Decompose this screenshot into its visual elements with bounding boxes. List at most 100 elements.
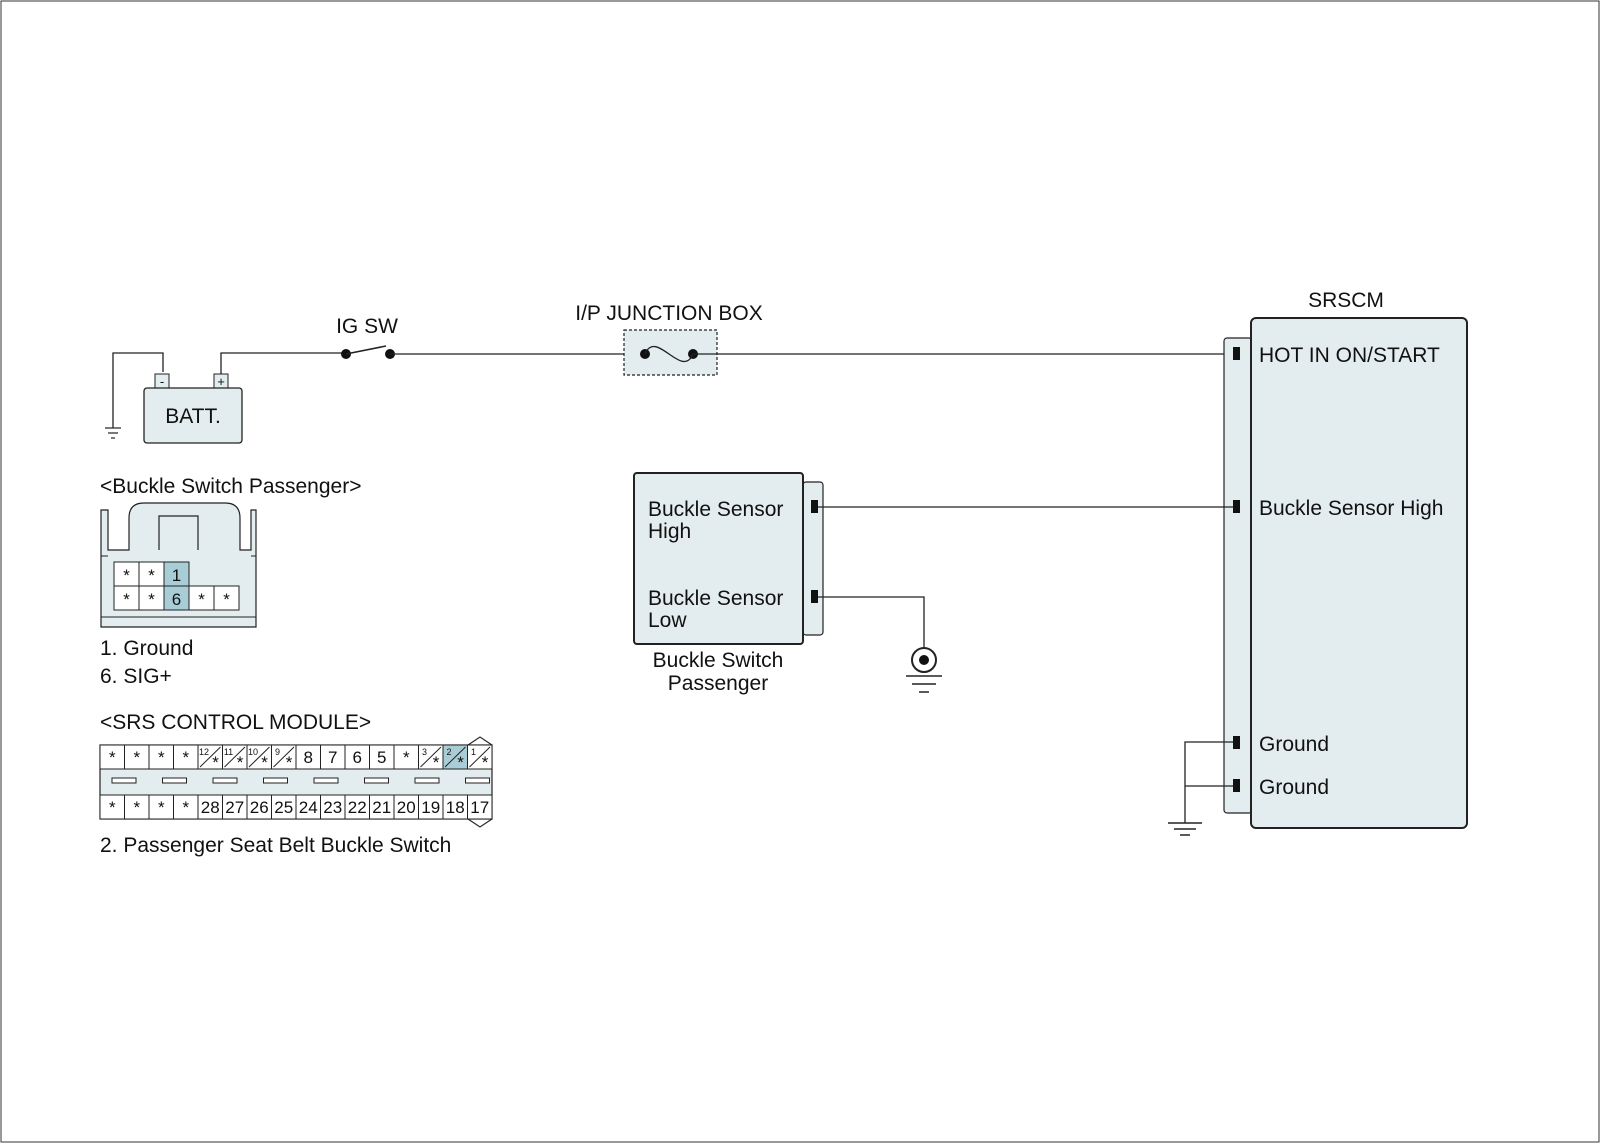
buckle-switch-caption-1: Buckle Switch [653, 649, 784, 672]
srs-pin-label: 23 [323, 798, 342, 817]
srs-pin-cell [148, 794, 174, 820]
srs-pin-label: * [109, 798, 116, 817]
buckle-connector-bottom-row: **6** [113, 585, 240, 611]
srs-pin-number: 2 [446, 747, 451, 757]
srs-pin-cell [344, 744, 370, 770]
srs-pin-star: * [482, 753, 489, 772]
buckle-pin-high-label-1: Buckle Sensor [648, 498, 783, 521]
srs-pin-cell [418, 794, 444, 820]
srs-pin-cell [393, 744, 419, 770]
ig-switch-label: IG SW [336, 315, 398, 338]
battery-label: BATT. [165, 405, 221, 428]
ig-switch-lever [345, 345, 387, 355]
srs-pin-cell [197, 794, 223, 820]
srs-pin-number: 3 [422, 747, 427, 757]
buckle-low-wire [818, 596, 925, 648]
ig-switch: IG SW [336, 315, 398, 359]
buckle-connector: **1 **6** [100, 502, 257, 628]
srs-pin-unused-slash [199, 746, 221, 768]
srs-pin-label: * [133, 748, 140, 767]
battery-body [143, 387, 243, 444]
buckle-switch-body [633, 472, 804, 645]
fuse-icon [644, 345, 694, 363]
srs-pin-unused-slash [273, 746, 295, 768]
srs-pin-label: 18 [446, 798, 465, 817]
buckle-pin-low-label-1: Buckle Sensor [648, 587, 783, 610]
battery-negative-wire [112, 352, 164, 428]
srs-latch-slot [313, 777, 339, 784]
srs-legend: 2. Passenger Seat Belt Buckle Switch [100, 834, 451, 857]
srscm-pin-buckle-high [1233, 500, 1240, 513]
srs-pin-cell [369, 794, 395, 820]
srs-pin-label: 21 [372, 798, 391, 817]
srs-pin-cell [222, 794, 248, 820]
srscm-title: SRSCM [1308, 289, 1384, 312]
srs-pin-label: * [182, 798, 189, 817]
srs-pin-label: 6 [353, 748, 362, 767]
buckle-pin-label: * [223, 590, 230, 609]
buckle-switch: Buckle Sensor High Buckle Sensor Low Buc… [633, 472, 824, 695]
srs-pin-label: 28 [201, 798, 220, 817]
srs-pin-cell [295, 744, 321, 770]
srs-pin-cell [99, 744, 125, 770]
srscm-pin-hot-label: HOT IN ON/START [1259, 344, 1440, 367]
buckle-connector-top-row: * * 1 [113, 561, 190, 587]
srs-connector-middle-row [111, 777, 490, 784]
battery-positive-wire [220, 352, 346, 374]
srs-latch-slot [111, 777, 137, 784]
srs-pin-label: 20 [397, 798, 416, 817]
srs-pin-cell [124, 794, 150, 820]
srs-pin-number: 1 [471, 747, 476, 757]
buckle-switch-caption-2: Passenger [668, 672, 768, 695]
srs-pin-unused-slash [248, 746, 270, 768]
srs-pin-label: 27 [225, 798, 244, 817]
srscm-pin-ground1-label: Ground [1259, 733, 1329, 756]
srs-pin-star: * [433, 753, 440, 772]
buckle-legend-2: 6. SIG+ [100, 665, 172, 688]
srs-pin-label: 24 [299, 798, 318, 817]
srs-pin-label: 5 [377, 748, 386, 767]
srs-pin-number: 10 [248, 747, 258, 757]
srs-pin-label: 8 [304, 748, 313, 767]
srs-pin-cell [246, 794, 272, 820]
srs-pin-cell [369, 744, 395, 770]
buckle-pin-label: 1 [172, 566, 181, 585]
srscm: SRSCM HOT IN ON/START Buckle Sensor High… [1223, 289, 1468, 829]
srs-latch-slot [414, 777, 440, 784]
buckle-pin-label: 6 [172, 590, 181, 609]
srs-pin-label: * [158, 748, 165, 767]
srscm-ground-icon [1168, 822, 1202, 836]
srs-latch-slot [465, 777, 490, 784]
srs-pin-cell [124, 744, 150, 770]
buckle-pin-cell [163, 561, 190, 587]
buckle-pin-high [811, 500, 818, 513]
battery-neg-label: - [160, 374, 164, 389]
srscm-body [1250, 317, 1468, 829]
buckle-pin-low [811, 590, 818, 603]
srs-pin-label: * [182, 748, 189, 767]
srs-latch-slot [364, 777, 389, 784]
srs-pin-label: 26 [250, 798, 269, 817]
srs-pin-label: * [109, 748, 116, 767]
srs-pin-label: 22 [348, 798, 367, 817]
ground1-wire [1184, 741, 1233, 823]
srs-pin-label: 17 [470, 798, 489, 817]
buckle-pin-cell [188, 585, 215, 611]
srs-pin-star: * [237, 753, 244, 772]
srscm-pin-hot [1233, 347, 1240, 360]
srs-pin-number: 12 [199, 747, 209, 757]
buckle-pin-cell [213, 585, 240, 611]
buckle-pin-label: * [123, 566, 130, 585]
junction-box: I/P JUNCTION BOX [575, 302, 763, 376]
buckle-pin-label: * [148, 566, 155, 585]
srs-connector-key-top [467, 736, 493, 746]
srs-latch-slot [162, 777, 187, 784]
buckle-connector-title: <Buckle Switch Passenger> [100, 475, 361, 498]
junction-box-label: I/P JUNCTION BOX [575, 302, 762, 325]
